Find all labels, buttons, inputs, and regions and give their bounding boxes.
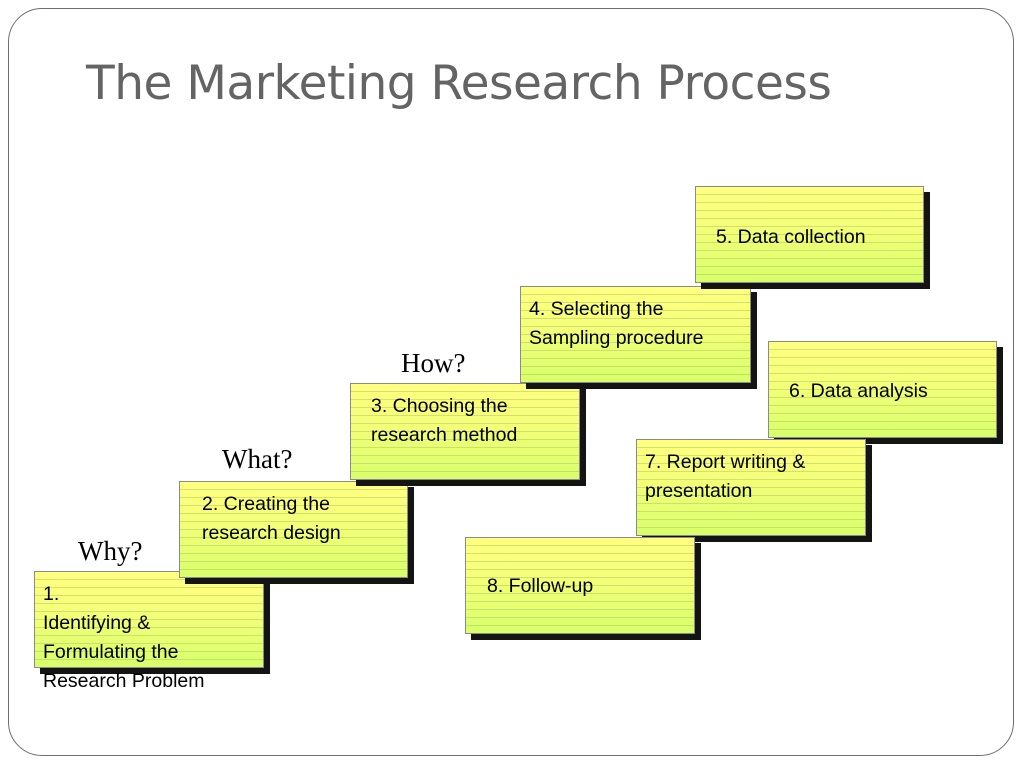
what-label: What? <box>222 444 293 474</box>
step-7-box: 7. Report writing & presentation <box>636 439 866 536</box>
step-1-line-2: Formulating the <box>43 641 179 663</box>
step-2-box: 2. Creating the research design <box>179 481 408 578</box>
step-6-line-1: 6. Data analysis <box>789 380 928 402</box>
step-3-line-2: research method <box>371 424 518 446</box>
step-2-line-1: 2. Creating the <box>202 493 330 515</box>
step-3-box: 3. Choosing the research method <box>350 383 580 480</box>
step-3-line-1: 3. Choosing the <box>371 395 508 417</box>
step-4-box: 4. Selecting the Sampling procedure <box>520 286 751 383</box>
step-8-line-1: 8. Follow-up <box>487 575 594 597</box>
step-4-line-1: 4. Selecting the <box>529 298 664 320</box>
how-label: How? <box>401 348 466 378</box>
why-label: Why? <box>78 536 143 566</box>
step-7-line-1: 7. Report writing & <box>645 451 806 473</box>
slide-title: The Marketing Research Process <box>86 56 832 111</box>
step-6-box: 6. Data analysis <box>768 341 997 438</box>
step-1-number: 1. <box>43 583 60 605</box>
step-1-line-1: 1. Identifying & <box>43 580 263 638</box>
step-1-text-1: Identifying & <box>43 612 151 634</box>
step-7-line-2: presentation <box>645 480 753 502</box>
step-2-line-2: research design <box>202 522 341 544</box>
step-1-line-3: Research Problem <box>43 670 205 692</box>
step-4-line-2: Sampling procedure <box>529 327 704 349</box>
step-1-box: 1. Identifying & Formulating the Research… <box>34 571 264 692</box>
step-5-box: 5. Data collection <box>695 186 924 283</box>
step-5-line-1: 5. Data collection <box>716 226 866 248</box>
step-8-box: 8. Follow-up <box>465 537 695 634</box>
